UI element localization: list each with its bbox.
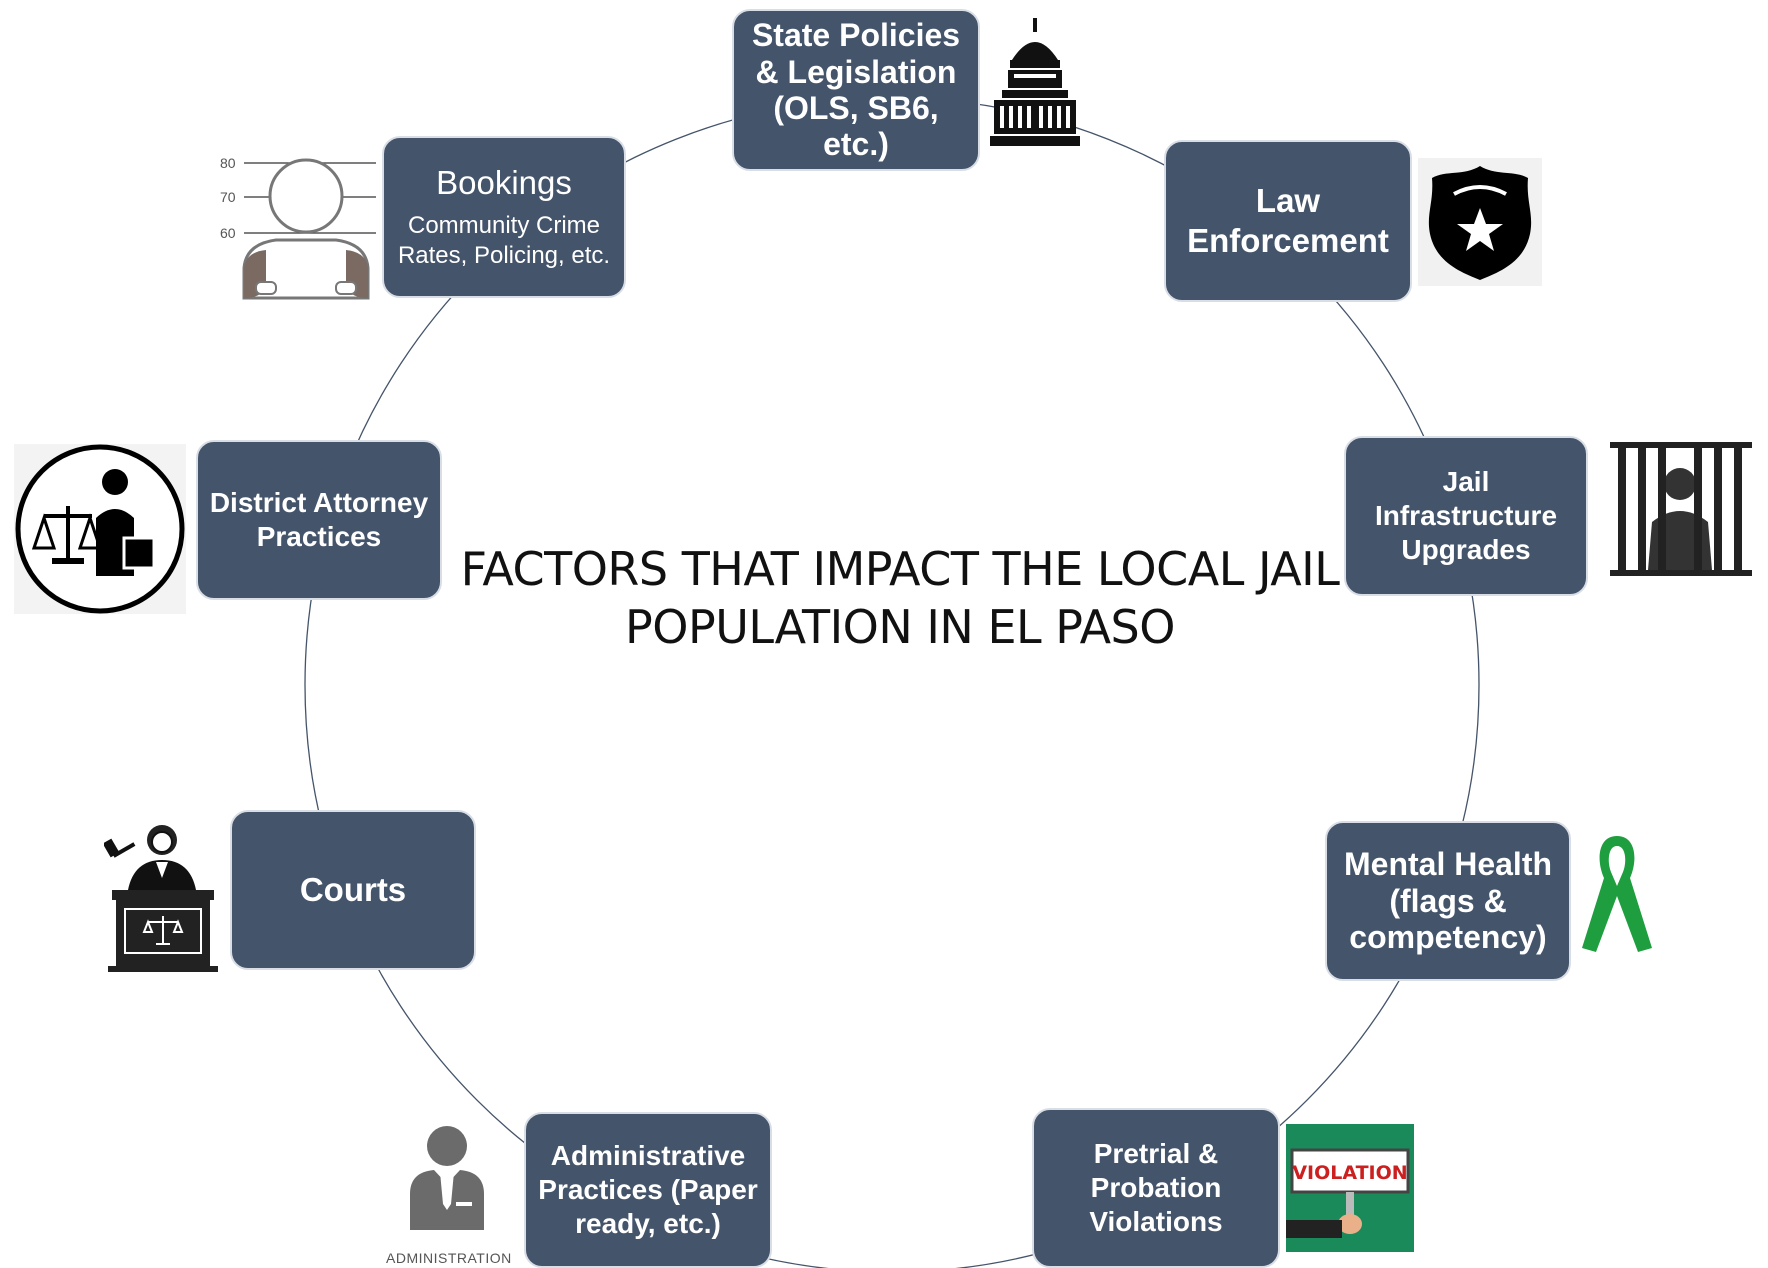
node-district-attorney-label: District Attorney Practices <box>209 486 429 552</box>
node-law-enforcement-label: Law Enforcement <box>1187 181 1389 259</box>
node-courts: Courts <box>230 810 476 970</box>
title-line-2: POPULATION IN EL PASO <box>625 600 1175 654</box>
administration-caption: ADMINISTRATION <box>386 1250 512 1266</box>
title-line-1: FACTORS THAT IMPACT THE LOCAL JAIL <box>460 542 1340 596</box>
administration-person-icon <box>404 1124 490 1232</box>
green-ribbon-icon <box>1580 830 1654 954</box>
diagram-title: FACTORS THAT IMPACT THE LOCAL JAIL POPUL… <box>440 540 1360 656</box>
height-mark-60: 60 <box>220 225 236 241</box>
node-bookings: Bookings Community Crime Rates, Policing… <box>382 136 626 298</box>
attorney-scales-icon <box>14 444 186 614</box>
node-law-enforcement: Law Enforcement <box>1164 140 1412 302</box>
node-district-attorney: District Attorney Practices <box>196 440 442 600</box>
node-pretrial-violations: Pretrial & Probation Violations <box>1032 1108 1280 1268</box>
police-badge-icon <box>1418 158 1542 286</box>
node-bookings-title: Bookings <box>436 163 572 201</box>
mugshot-icon: 80 70 60 <box>216 148 382 300</box>
node-administrative-practices: Administrative Practices (Paper ready, e… <box>524 1112 772 1268</box>
node-state-policies-label: State Policies & Legislation (OLS, SB6, … <box>751 17 961 163</box>
node-mental-health: Mental Health (flags & competency) <box>1325 821 1571 981</box>
node-bookings-subtitle: Community Crime Rates, Policing, etc. <box>397 212 611 270</box>
node-mental-health-label: Mental Health (flags & competency) <box>1343 846 1553 956</box>
capitol-icon <box>990 18 1080 146</box>
node-state-policies: State Policies & Legislation (OLS, SB6, … <box>732 9 980 171</box>
violation-sign-icon: VIOLATION <box>1286 1124 1414 1252</box>
node-pretrial-violations-label: Pretrial & Probation Violations <box>1089 1137 1223 1238</box>
jail-bars-icon <box>1610 442 1752 578</box>
height-mark-80: 80 <box>220 155 236 171</box>
node-courts-label: Courts <box>299 870 407 908</box>
violation-sign-text: VIOLATION <box>1292 1162 1407 1184</box>
judge-icon <box>104 820 222 972</box>
node-administrative-practices-label: Administrative Practices (Paper ready, e… <box>538 1139 758 1240</box>
node-jail-infrastructure: Jail Infrastructure Upgrades <box>1344 436 1588 596</box>
node-jail-infrastructure-label: Jail Infrastructure Upgrades <box>1374 465 1558 566</box>
height-mark-70: 70 <box>220 189 236 205</box>
